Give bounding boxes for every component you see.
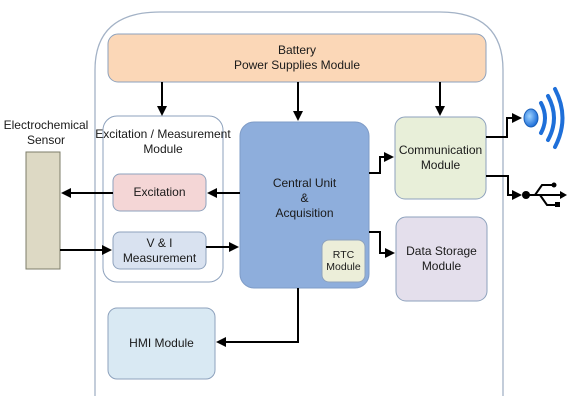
communication-module-box [394,116,487,200]
excitation-box [112,173,207,212]
hmi-module-box [107,307,216,380]
battery-module-box [107,33,487,83]
arrow-central-to-hmi [216,288,299,347]
wifi-signal-icon [523,87,565,149]
data-storage-module-box [395,216,488,302]
arrow-comm-to-usb [486,175,522,200]
usb-icon [522,182,567,207]
vi-measurement-box [112,231,207,270]
arrow-comm-to-wireless [486,113,522,138]
arrow-central-to-storage [369,231,395,258]
sensor-box [25,151,61,270]
rtc-module-box [321,239,366,283]
arrow-central-to-comm [369,152,394,174]
device-enclosure [94,11,504,396]
